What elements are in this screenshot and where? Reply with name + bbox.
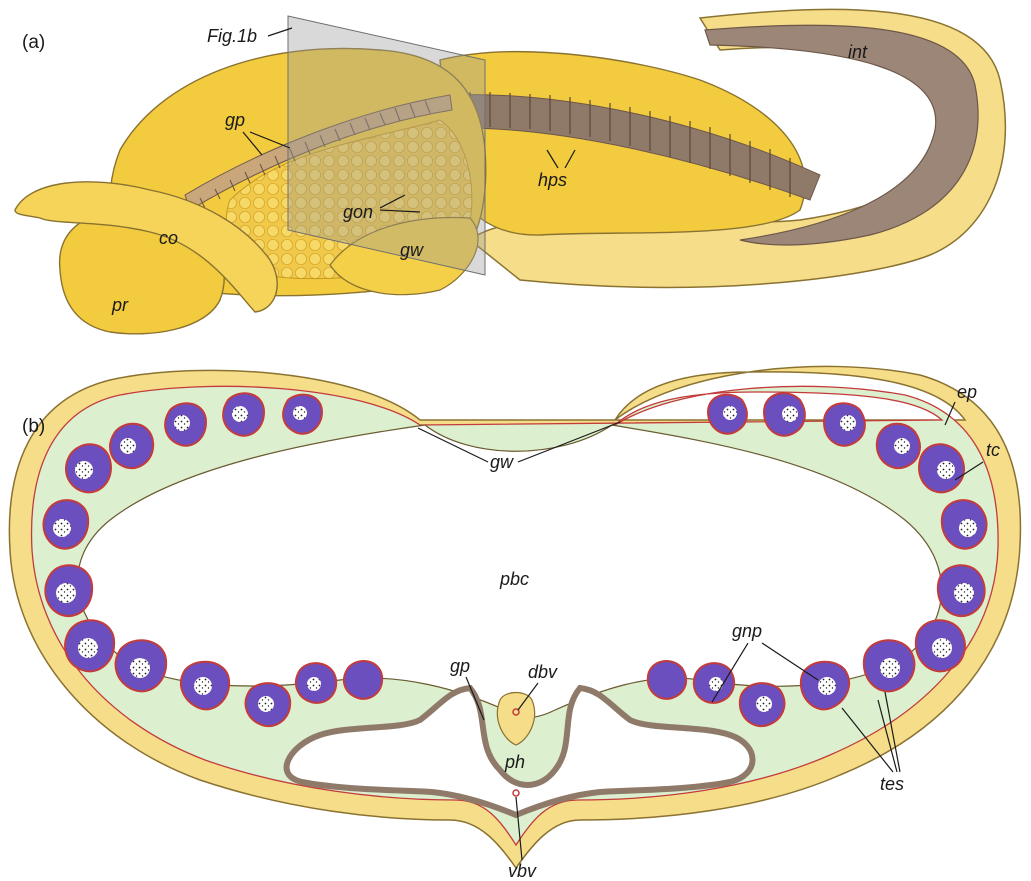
label-hps: hps [538, 170, 567, 190]
label-fig1b: Fig.1b [207, 26, 257, 46]
label-tes: tes [880, 774, 904, 794]
section-plane [288, 16, 485, 275]
panel-b-tag: (b) [22, 416, 45, 437]
label-gon: gon [343, 202, 373, 222]
label-int: int [848, 42, 868, 62]
label-gw-a: gw [400, 240, 424, 260]
label-pbc: pbc [499, 569, 529, 589]
label-ph: ph [504, 752, 525, 772]
label-gp-a: gp [225, 110, 245, 130]
label-gp-b: gp [450, 656, 470, 676]
label-tc: tc [986, 440, 1000, 460]
panel-b-illustration [9, 366, 1020, 868]
label-gnp: gnp [732, 621, 762, 641]
label-gw-b: gw [490, 452, 514, 472]
label-pr: pr [111, 295, 129, 315]
label-ep: ep [957, 382, 977, 402]
panel-a-tag: (a) [22, 32, 45, 53]
label-co: co [159, 228, 178, 248]
label-dbv: dbv [528, 662, 558, 682]
label-vbv: vbv [508, 861, 537, 881]
